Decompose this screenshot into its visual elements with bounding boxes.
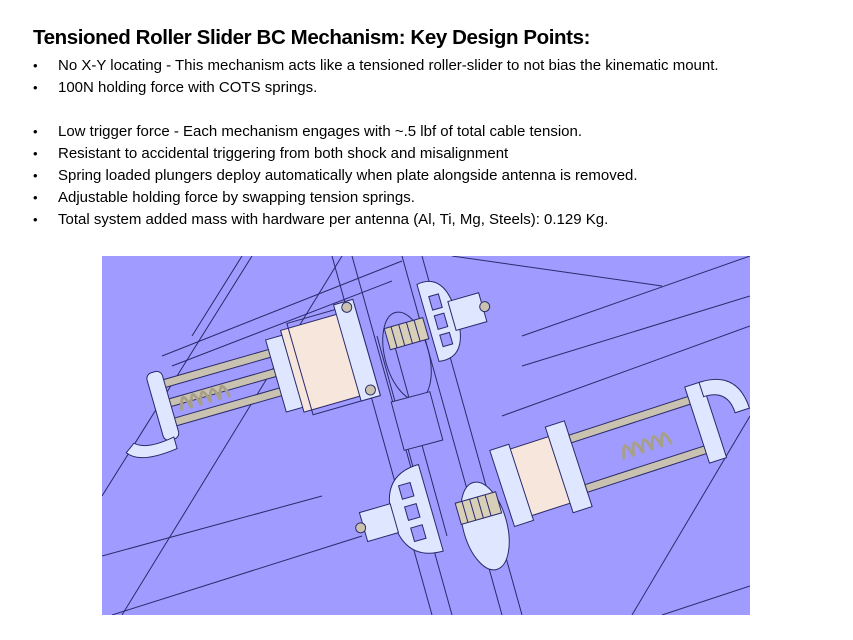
- bullet-item: • Low trigger force - Each mechanism enga…: [0, 121, 719, 143]
- bullet-icon: •: [33, 58, 38, 73]
- bullet-icon: •: [33, 190, 38, 205]
- bullet-icon: •: [33, 124, 38, 139]
- bullet-text: No X-Y locating - This mechanism acts li…: [58, 57, 719, 74]
- bullet-text: 100N holding force with COTS springs.: [58, 79, 318, 96]
- bullet-item: • Total system added mass with hardware p…: [0, 209, 719, 231]
- mechanism-illustration: [102, 256, 750, 615]
- spacer: [0, 99, 719, 121]
- bullet-text: Adjustable holding force by swapping ten…: [58, 189, 415, 206]
- bullet-item: • No X-Y locating - This mechanism acts l…: [0, 55, 719, 77]
- bullet-icon: •: [33, 168, 38, 183]
- bullet-item: • Spring loaded plungers deploy automatic…: [0, 165, 719, 187]
- bullet-item: • Adjustable holding force by swapping te…: [0, 187, 719, 209]
- slide-title: Tensioned Roller Slider BC Mechanism: Ke…: [33, 26, 591, 49]
- bullet-text: Resistant to accidental triggering from …: [58, 145, 509, 162]
- bullet-icon: •: [33, 212, 38, 227]
- bullet-text: Spring loaded plungers deploy automatica…: [58, 167, 638, 184]
- design-points-list: • No X-Y locating - This mechanism acts l…: [0, 55, 719, 231]
- cad-render-image: [102, 256, 750, 615]
- bullet-icon: •: [33, 146, 38, 161]
- bullet-text: Total system added mass with hardware pe…: [58, 211, 609, 228]
- bullet-item: • Resistant to accidental triggering from…: [0, 143, 719, 165]
- bullet-item: • 100N holding force with COTS springs.: [0, 77, 719, 99]
- bullet-icon: •: [33, 80, 38, 95]
- bullet-text: Low trigger force - Each mechanism engag…: [58, 123, 583, 140]
